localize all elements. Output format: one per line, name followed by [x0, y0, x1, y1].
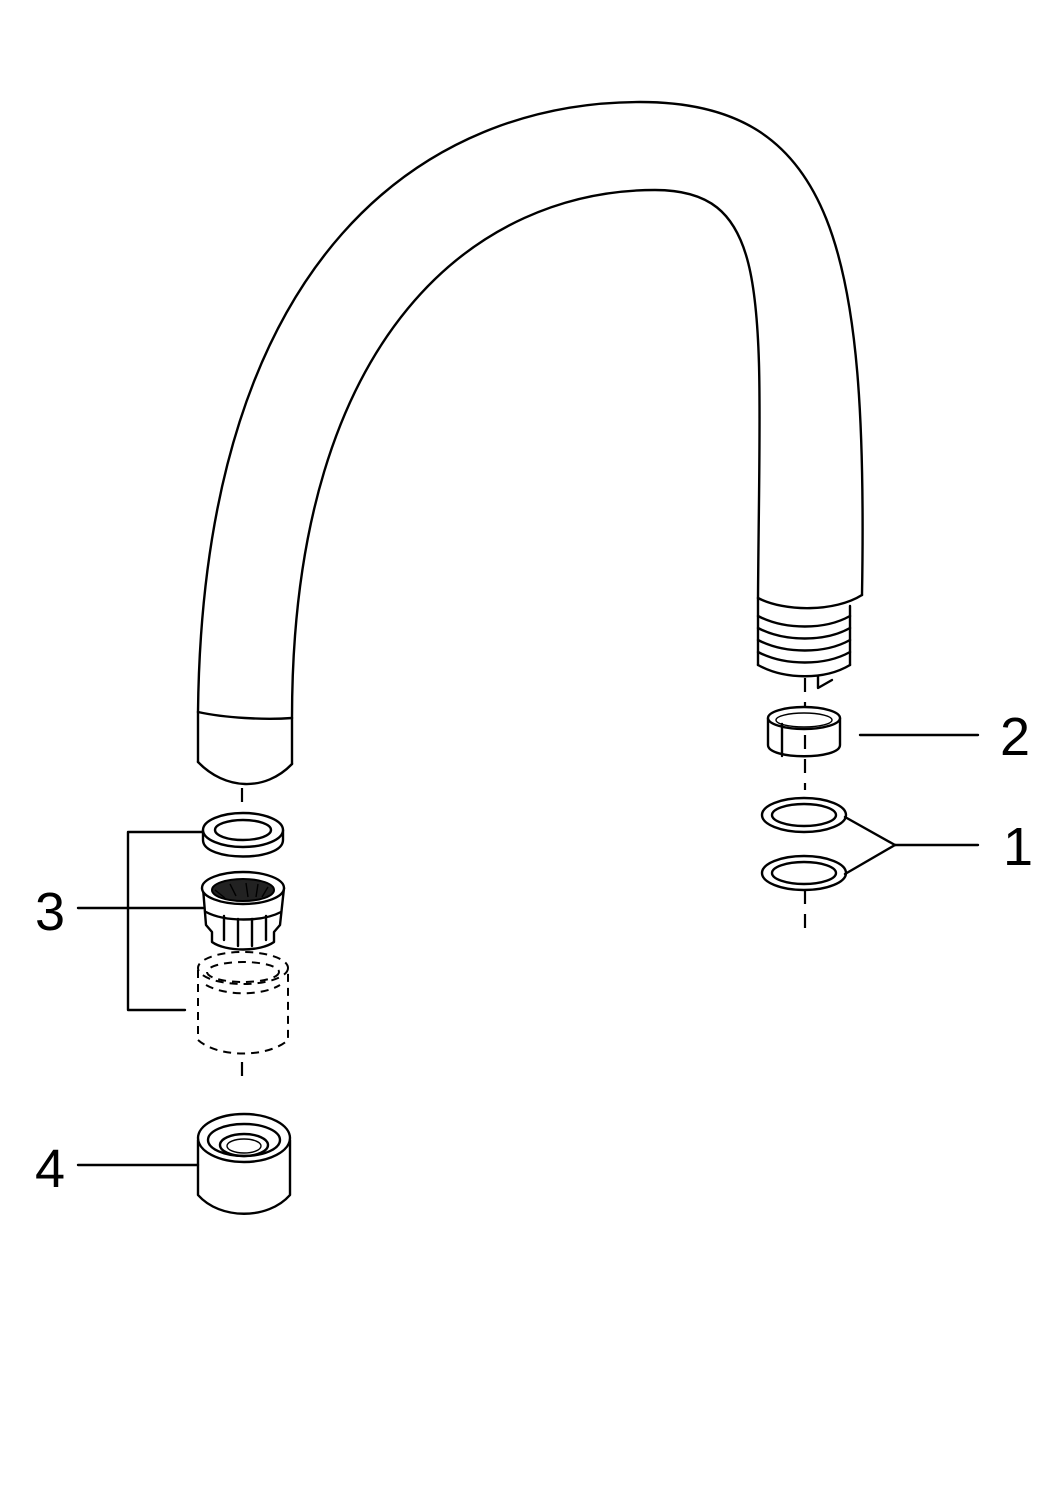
part-2-ring	[766, 705, 842, 758]
callout-label-3: 3	[35, 882, 65, 942]
part-3-washer	[201, 811, 285, 858]
part-3-aerator-insert	[200, 870, 286, 951]
callout-leaders	[76, 733, 980, 1167]
spout-threaded-end	[756, 593, 864, 690]
callout-label-2: 2	[1000, 707, 1030, 767]
part-3-housing-outline	[197, 951, 289, 1055]
spout-pipe	[196, 100, 864, 786]
part-4-aerator-cap	[196, 1112, 292, 1215]
part-1-seal-rings	[760, 796, 848, 892]
callout-label-4: 4	[35, 1139, 65, 1199]
callout-labels: 2 1 3 4	[35, 707, 1033, 1199]
callout-label-1: 1	[1003, 817, 1033, 877]
